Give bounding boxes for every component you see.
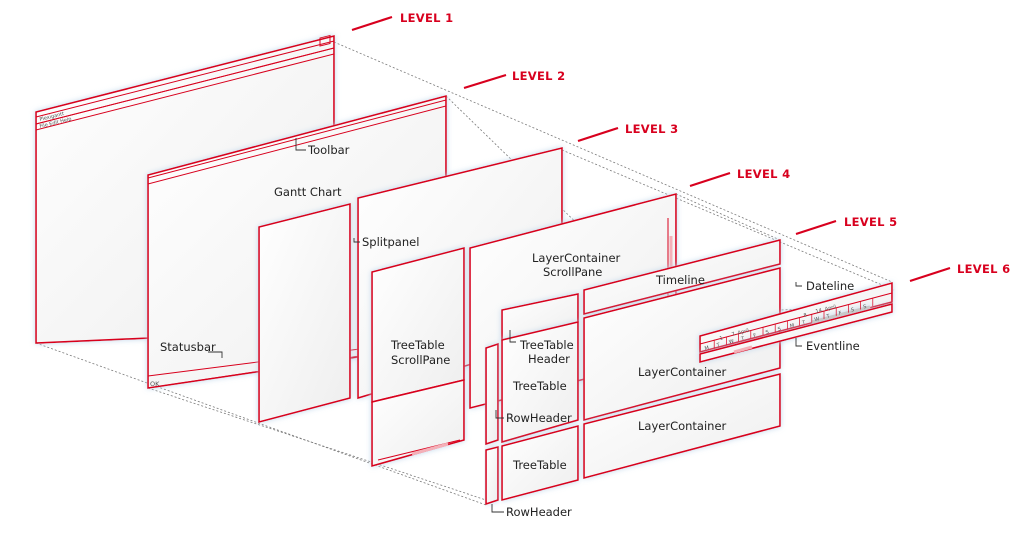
status-ok-button[interactable]: OK — [150, 380, 160, 388]
label-treetable-bottom: TreeTable — [512, 458, 567, 472]
label-splitpanel: Splitpanel — [362, 235, 419, 249]
dateline-day-label: F — [753, 333, 757, 340]
label-treetable-scrollpane-2: ScrollPane — [391, 353, 450, 367]
label-layercontainer-bottom: LayerContainer — [638, 419, 727, 433]
label-treetable-scrollpane-1: TreeTable — [390, 338, 445, 352]
label-leaders — [208, 138, 802, 513]
dateline-day-label: W — [814, 316, 820, 323]
dateline-day-label: T — [740, 336, 746, 343]
level5-rowheader-top — [485, 342, 499, 446]
label-rowheader-bottom: RowHeader — [506, 505, 572, 519]
level-3-label: LEVEL 3 — [625, 122, 678, 136]
level-4-label: LEVEL 4 — [737, 167, 790, 181]
level5-treetable-top — [501, 320, 579, 444]
dateline-day-label: T — [825, 313, 831, 320]
level5-layercontainer-bottom — [583, 372, 781, 480]
level5-treetable-bottom — [501, 424, 579, 502]
level5-timeline — [583, 238, 781, 316]
level-1-label: LEVEL 1 — [400, 11, 453, 25]
level-5-label: LEVEL 5 — [844, 215, 897, 229]
level-markers: LEVEL 1 LEVEL 2 LEVEL 3 LEVEL 4 LEVEL 5 … — [351, 11, 1010, 283]
dateline-day-label: T — [715, 342, 721, 349]
dateline-day-label: M — [789, 323, 795, 330]
level5-layercontainer-top — [583, 266, 781, 422]
dateline-day-label: S — [777, 326, 782, 333]
treetable-scrollpane — [371, 246, 465, 468]
level6-dateline — [699, 281, 893, 354]
label-statusbar: Statusbar — [160, 340, 216, 354]
window-title: Plexigantt — [39, 111, 65, 123]
dateline-week2-number: 8 — [803, 312, 808, 319]
label-treetable-header-2: Header — [528, 352, 570, 366]
level-6-label: LEVEL 6 — [957, 262, 1010, 276]
label-gantt-chart: Gantt Chart — [274, 185, 342, 199]
label-timeline: Timeline — [655, 273, 705, 287]
splitpanel-left — [258, 202, 351, 424]
level5-rowheader-bottom — [485, 445, 499, 506]
label-treetable-top: TreeTable — [512, 379, 567, 393]
dateline-week2: 14. April — [815, 304, 837, 315]
dateline-day-label: T — [801, 320, 807, 327]
label-rowheader-mid: RowHeader — [506, 411, 572, 425]
label-layercontainer-scrollpane-2: ScrollPane — [543, 265, 602, 279]
label-layercontainer-top: LayerContainer — [638, 365, 727, 379]
dateline-day-label: F — [838, 310, 842, 317]
dateline-day-label: S — [765, 329, 770, 336]
label-toolbar: Toolbar — [307, 143, 350, 157]
dateline-day-label: M — [704, 345, 710, 352]
label-treetable-header-1: TreeTable — [519, 338, 574, 352]
dateline-day-label: W — [728, 339, 734, 346]
dateline-week1: 7. April — [731, 328, 750, 338]
dateline-week1-number: 1 — [719, 335, 724, 342]
label-dateline: Dateline — [806, 279, 854, 293]
label-eventline: Eventline — [806, 339, 860, 353]
dateline-day-label: S — [863, 304, 868, 311]
dateline-day-label: S — [850, 307, 855, 314]
level6-eventline — [699, 302, 893, 364]
label-layercontainer-scrollpane-1: LayerContainer — [532, 251, 621, 265]
level-2-label: LEVEL 2 — [512, 69, 565, 83]
